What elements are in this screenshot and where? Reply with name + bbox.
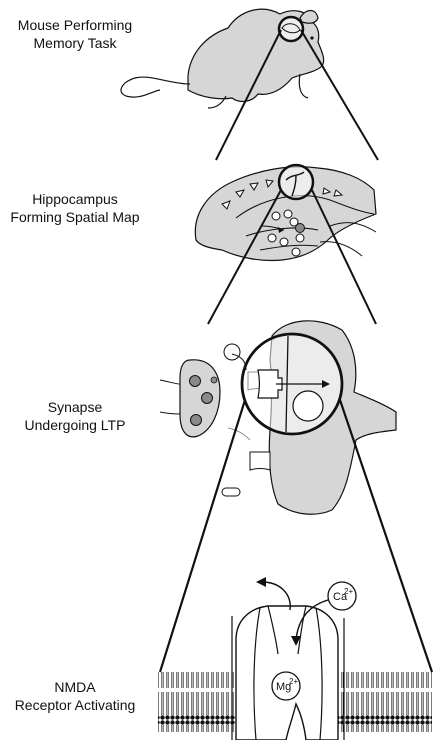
calcium-charge: 2+	[344, 587, 353, 596]
calcium-ion: Ca 2+	[328, 582, 356, 610]
mouse-eye	[310, 36, 313, 39]
mouse-foreleg	[299, 74, 308, 98]
mouse-body	[188, 9, 324, 101]
synapse-illustration	[160, 321, 396, 514]
nmda-receptor-illustration: Ca 2+ Mg 2+	[158, 577, 432, 740]
zoom-line-1-right	[301, 30, 378, 160]
membrane-bilayer-right	[336, 672, 432, 732]
presynaptic-terminal	[180, 360, 220, 437]
zoom-line-3-right	[340, 400, 432, 672]
magnesium-charge: 2+	[289, 677, 298, 686]
mouse-illustration	[121, 9, 324, 108]
membrane-bilayer-left	[158, 672, 236, 732]
hippocampus-illustration	[195, 165, 376, 261]
mouse-tail	[121, 77, 190, 97]
magnesium-ion: Mg 2+	[272, 672, 300, 700]
